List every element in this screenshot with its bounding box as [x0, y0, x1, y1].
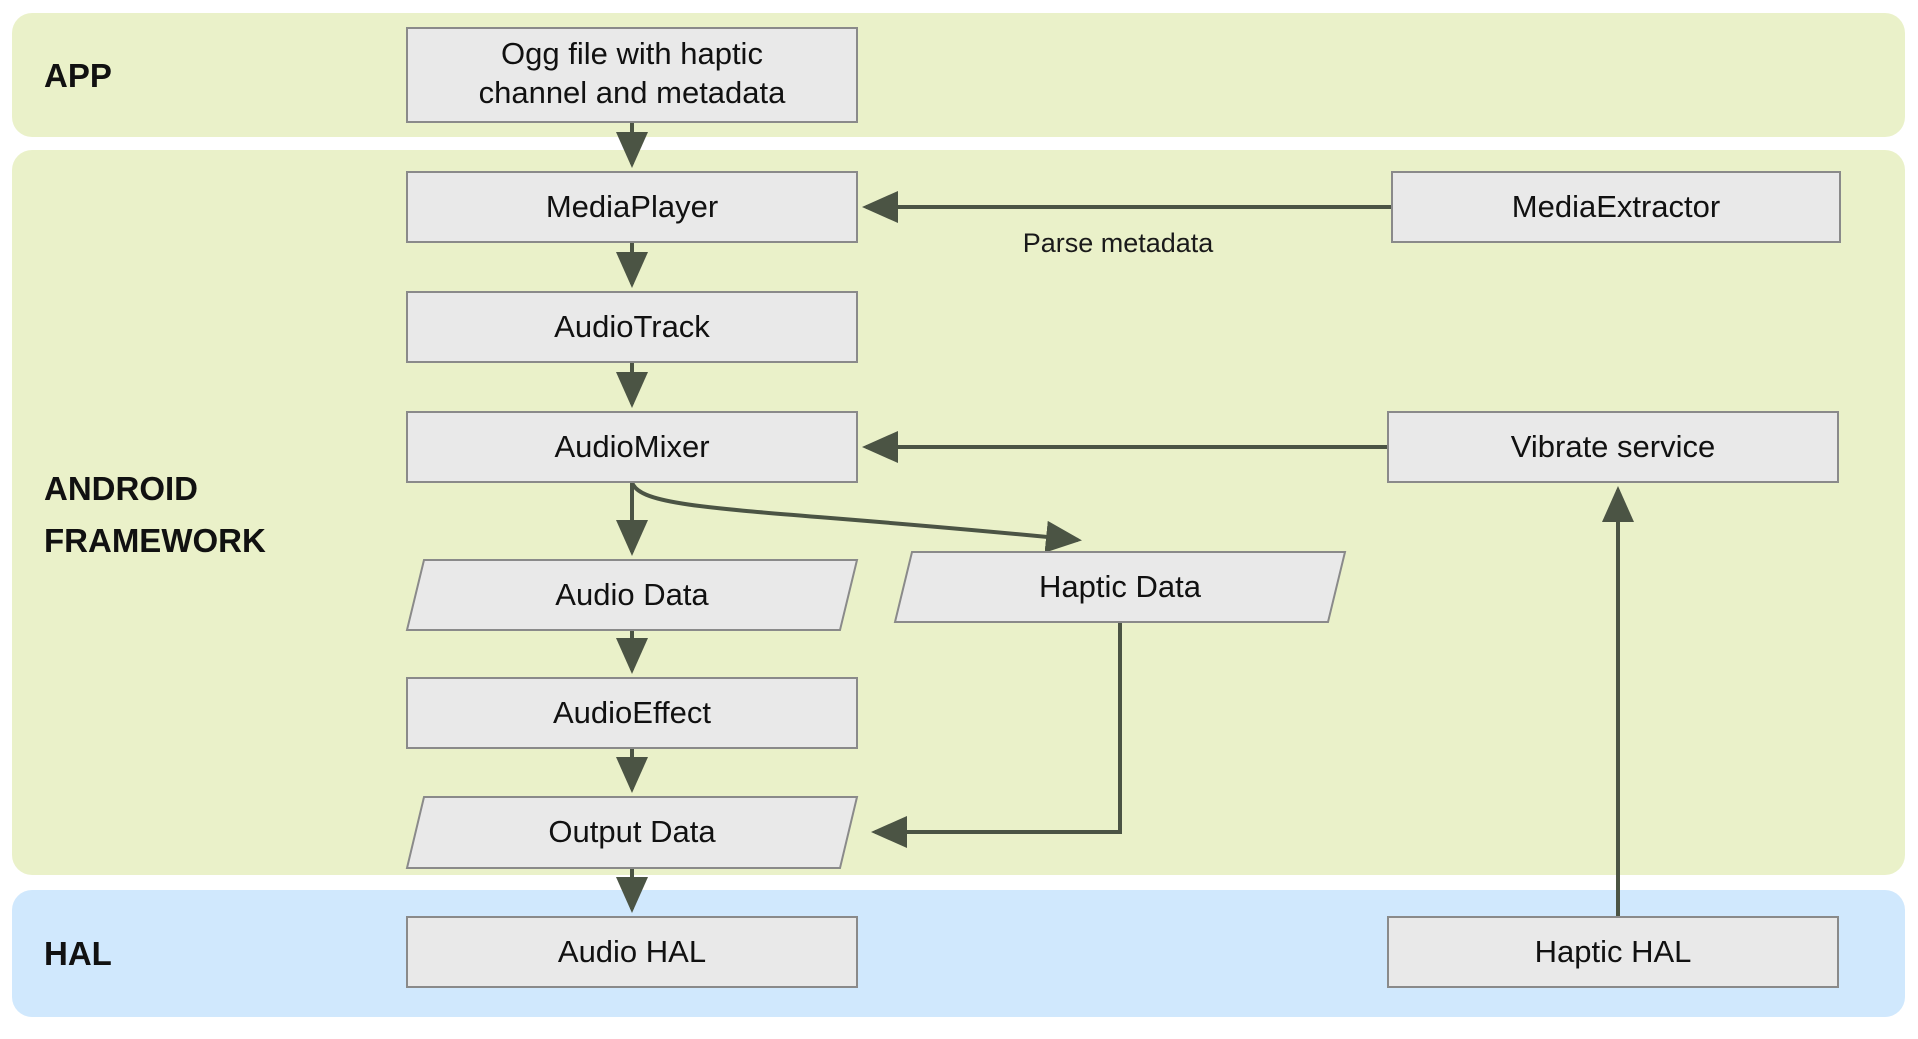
node-ogg-file-label-line1: Ogg file with haptic	[501, 36, 763, 71]
node-vibrate-service-shape[interactable]	[1387, 411, 1839, 483]
node-audioeffect-label: AudioEffect	[553, 695, 711, 730]
node-mediaplayer-shape[interactable]	[406, 171, 858, 243]
node-audio-data-shape[interactable]	[405, 559, 859, 631]
node-audioeffect[interactable]: AudioEffect	[406, 677, 858, 749]
node-mediaplayer[interactable]: MediaPlayer	[406, 171, 858, 243]
node-haptic-data-shape[interactable]	[893, 551, 1347, 623]
node-mediaextractor[interactable]: MediaExtractor	[1391, 171, 1841, 243]
node-audiomixer-shape[interactable]	[406, 411, 858, 483]
node-mediaextractor-shape[interactable]	[1391, 171, 1841, 243]
band-framework-label-line1: ANDROID	[44, 470, 198, 507]
node-ogg-file[interactable]: Ogg file with haptic channel and metadat…	[406, 27, 858, 123]
node-output-data[interactable]: Output Data	[405, 796, 859, 869]
node-audio-hal-label: Audio HAL	[558, 934, 706, 969]
band-app-background	[12, 13, 1905, 137]
band-framework-background	[12, 150, 1905, 875]
edge-label-layer: Parse metadata	[1023, 228, 1215, 258]
band-framework-label-line2: FRAMEWORK	[44, 522, 266, 559]
node-audiotrack-label: AudioTrack	[554, 309, 710, 344]
band-app-label: APP	[44, 57, 112, 94]
band-android-framework: ANDROID FRAMEWORK	[12, 150, 1905, 875]
node-audio-data[interactable]: Audio Data	[405, 559, 859, 631]
node-audiotrack[interactable]: AudioTrack	[406, 291, 858, 363]
node-haptic-hal-shape[interactable]	[1387, 916, 1839, 988]
node-vibrate-service-label: Vibrate service	[1511, 429, 1715, 464]
node-audio-hal[interactable]: Audio HAL	[406, 916, 858, 988]
band-hal-label: HAL	[44, 935, 112, 972]
node-mediaplayer-label: MediaPlayer	[546, 189, 718, 224]
node-audiotrack-shape[interactable]	[406, 291, 858, 363]
node-haptic-hal-label: Haptic HAL	[1535, 934, 1692, 969]
node-audiomixer-label: AudioMixer	[554, 429, 709, 464]
node-haptic-data-label: Haptic Data	[1039, 569, 1202, 604]
node-audioeffect-shape[interactable]	[406, 677, 858, 749]
node-vibrate-service[interactable]: Vibrate service	[1387, 411, 1839, 483]
edge-haptic-data-to-output-data	[871, 622, 1122, 848]
node-audio-hal-shape[interactable]	[406, 916, 858, 988]
edge-label-parse-metadata: Parse metadata	[1023, 228, 1215, 258]
band-app: APP	[12, 13, 1905, 137]
node-haptic-hal[interactable]: Haptic HAL	[1387, 916, 1839, 988]
node-output-data-shape[interactable]	[405, 796, 859, 869]
node-ogg-file-label-line2: channel and metadata	[479, 75, 787, 110]
node-output-data-label: Output Data	[548, 814, 716, 849]
node-audio-data-label: Audio Data	[555, 577, 709, 612]
edge-layer	[616, 122, 1634, 917]
node-haptic-data[interactable]: Haptic Data	[893, 551, 1347, 623]
edge-audiomixer-to-haptic-data	[630, 481, 1082, 553]
node-audiomixer[interactable]: AudioMixer	[406, 411, 858, 483]
node-mediaextractor-label: MediaExtractor	[1512, 189, 1720, 224]
node-ogg-file-shape[interactable]	[406, 27, 858, 123]
